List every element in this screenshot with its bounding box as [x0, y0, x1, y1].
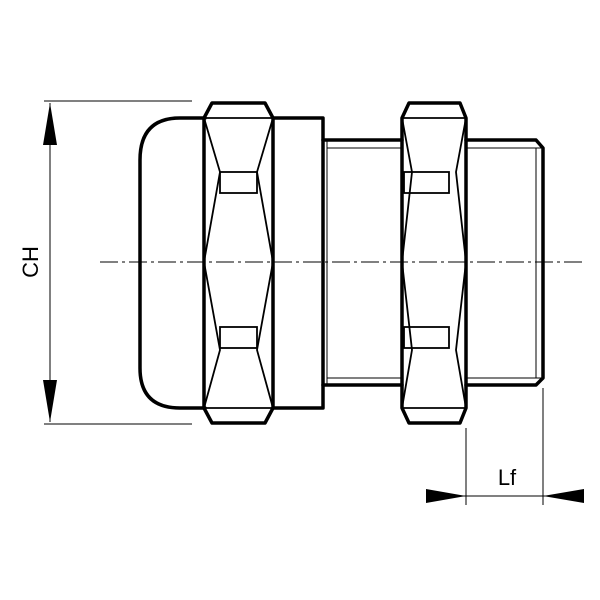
lf-dimension [426, 388, 584, 505]
sealing-nut [202, 101, 275, 425]
thread-end [464, 138, 545, 387]
body-neck [321, 138, 404, 387]
lf-label: Lf [498, 465, 517, 490]
ch-dimension [43, 100, 192, 425]
dome-cap [138, 116, 207, 410]
arrow-down-icon [43, 380, 57, 422]
arrow-left-icon [543, 489, 584, 503]
arrow-up-icon [43, 103, 57, 145]
arrow-right-icon [426, 489, 466, 503]
body-hex [400, 101, 468, 425]
body-collar [271, 116, 325, 410]
ch-label: CH [18, 246, 43, 278]
